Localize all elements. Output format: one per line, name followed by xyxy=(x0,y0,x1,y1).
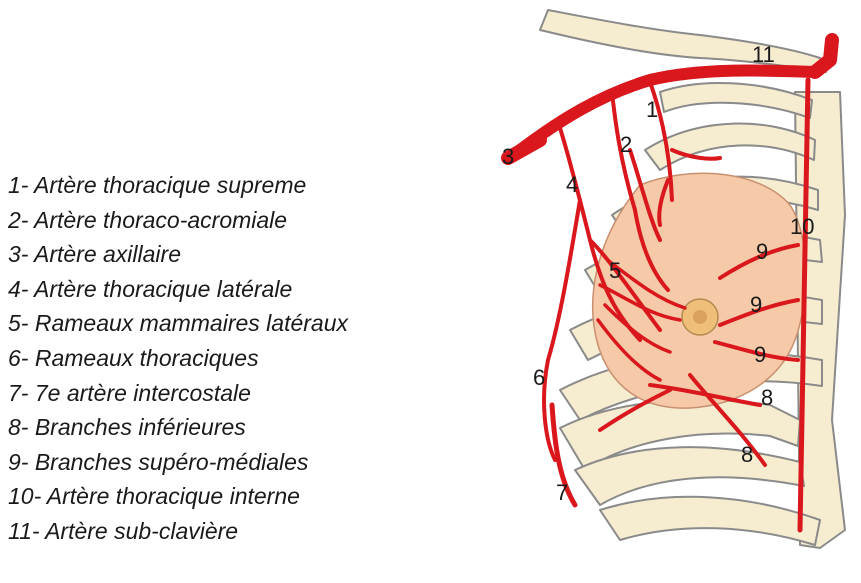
label-10: 10 xyxy=(790,214,814,239)
label-8b: 8 xyxy=(741,442,753,467)
label-8a: 8 xyxy=(761,385,773,410)
label-9a: 9 xyxy=(756,239,768,264)
label-9c: 9 xyxy=(754,342,766,367)
label-4: 4 xyxy=(566,172,578,197)
label-3: 3 xyxy=(502,144,514,169)
label-9b: 9 xyxy=(750,292,762,317)
rib-9 xyxy=(600,497,820,545)
label-1: 1 xyxy=(646,97,658,122)
subclavian-trunk xyxy=(815,40,832,72)
label-7: 7 xyxy=(556,480,568,505)
label-6: 6 xyxy=(533,365,545,390)
clavicle xyxy=(540,10,826,72)
breast xyxy=(593,173,806,408)
label-5: 5 xyxy=(609,258,621,283)
nipple xyxy=(693,310,707,324)
label-2: 2 xyxy=(620,132,632,157)
rib-1 xyxy=(660,83,812,118)
label-11: 11 xyxy=(752,42,775,67)
